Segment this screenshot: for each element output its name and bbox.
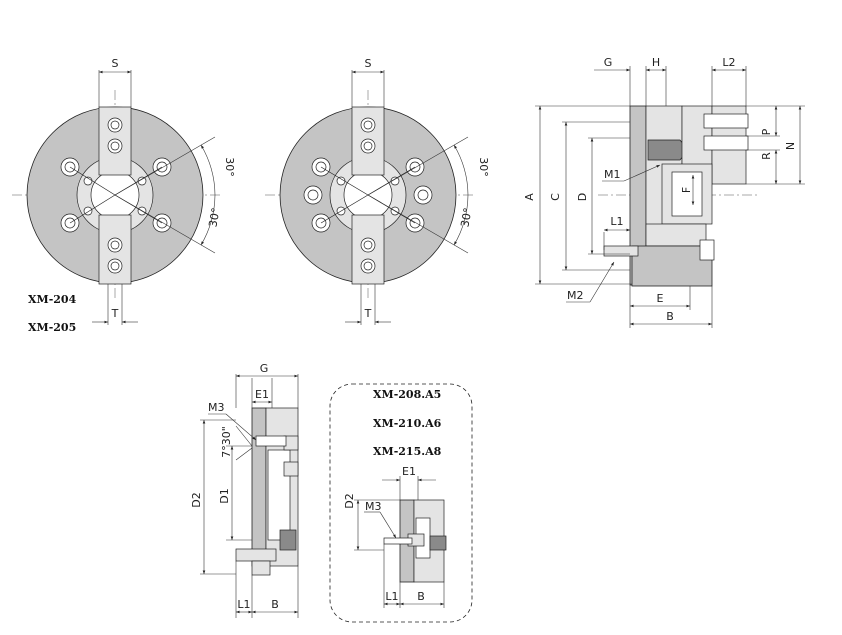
angle-bottom-label: 30° <box>458 207 474 228</box>
model-label-xm-204: XM-204 <box>28 293 77 306</box>
dim-b-label: B <box>271 598 279 611</box>
bolt-m3 <box>255 435 287 447</box>
dim-b-label: B <box>666 310 674 323</box>
dim-n-label: N <box>784 142 797 150</box>
dim-e1-label: E1 <box>402 465 416 478</box>
detail-view-2: XM-208.A5 XM-210.A6 XM-215.A8 E1 D2 M3 L… <box>329 383 473 623</box>
side-view: G H L2 P R N A C D F M1 L1 <box>523 56 805 328</box>
model-label-xm-208: XM-208.A5 <box>373 388 441 401</box>
bolt-m3 <box>383 537 413 545</box>
dim-d2-label: D2 <box>343 493 356 508</box>
front-view-2: S T 30° 30° <box>265 57 490 325</box>
dim-m3-label: M3 <box>365 500 382 513</box>
dim-h-label: H <box>652 56 660 69</box>
dim-a-label: A <box>523 193 536 201</box>
dim-e1-label: E1 <box>255 388 269 401</box>
base-plate <box>631 245 713 287</box>
dim-b-label: B <box>417 590 425 603</box>
dim-g-label: G <box>260 362 269 375</box>
dim-s-label: S <box>112 57 119 70</box>
angle-top-label: 30° <box>477 157 490 177</box>
dim-m2-label: M2 <box>567 289 584 302</box>
front-view-1: S T 30° 30° XM-204 XM-205 <box>12 57 236 334</box>
dim-d2-label: D2 <box>190 492 203 507</box>
dim-l1-label: L1 <box>237 598 250 611</box>
dim-l2-label: L2 <box>722 56 735 69</box>
dim-p-label: P <box>760 128 773 135</box>
dim-r-label: R <box>760 152 773 160</box>
dashed-frame <box>329 383 473 623</box>
detail-view-1: G E1 M3 7°30" D2 D1 L1 B <box>190 362 299 618</box>
dim-t-label: T <box>364 307 372 320</box>
angle-bottom-label: 30° <box>206 207 222 228</box>
dim-g-label: G <box>604 56 613 69</box>
dim-l1-label: L1 <box>385 590 398 603</box>
dim-c-label: C <box>549 193 562 201</box>
model-label-xm-205: XM-205 <box>28 321 76 334</box>
dim-t-label: T <box>111 307 119 320</box>
dim-d1-label: D1 <box>218 488 231 503</box>
angle-top-label: 30° <box>223 157 236 177</box>
dim-d-label: D <box>576 193 589 201</box>
dim-s-label: S <box>365 57 372 70</box>
bolt-m2 <box>603 245 639 257</box>
dim-f-label: F <box>680 187 693 193</box>
model-label-xm-215: XM-215.A8 <box>373 445 442 458</box>
dim-m1-label: M1 <box>604 168 621 181</box>
dim-e-label: E <box>657 292 664 305</box>
dim-m3-label: M3 <box>208 401 225 414</box>
dim-l1-label: L1 <box>610 215 623 228</box>
angle-label: 7°30" <box>220 426 233 458</box>
model-label-xm-210: XM-210.A6 <box>373 417 442 430</box>
